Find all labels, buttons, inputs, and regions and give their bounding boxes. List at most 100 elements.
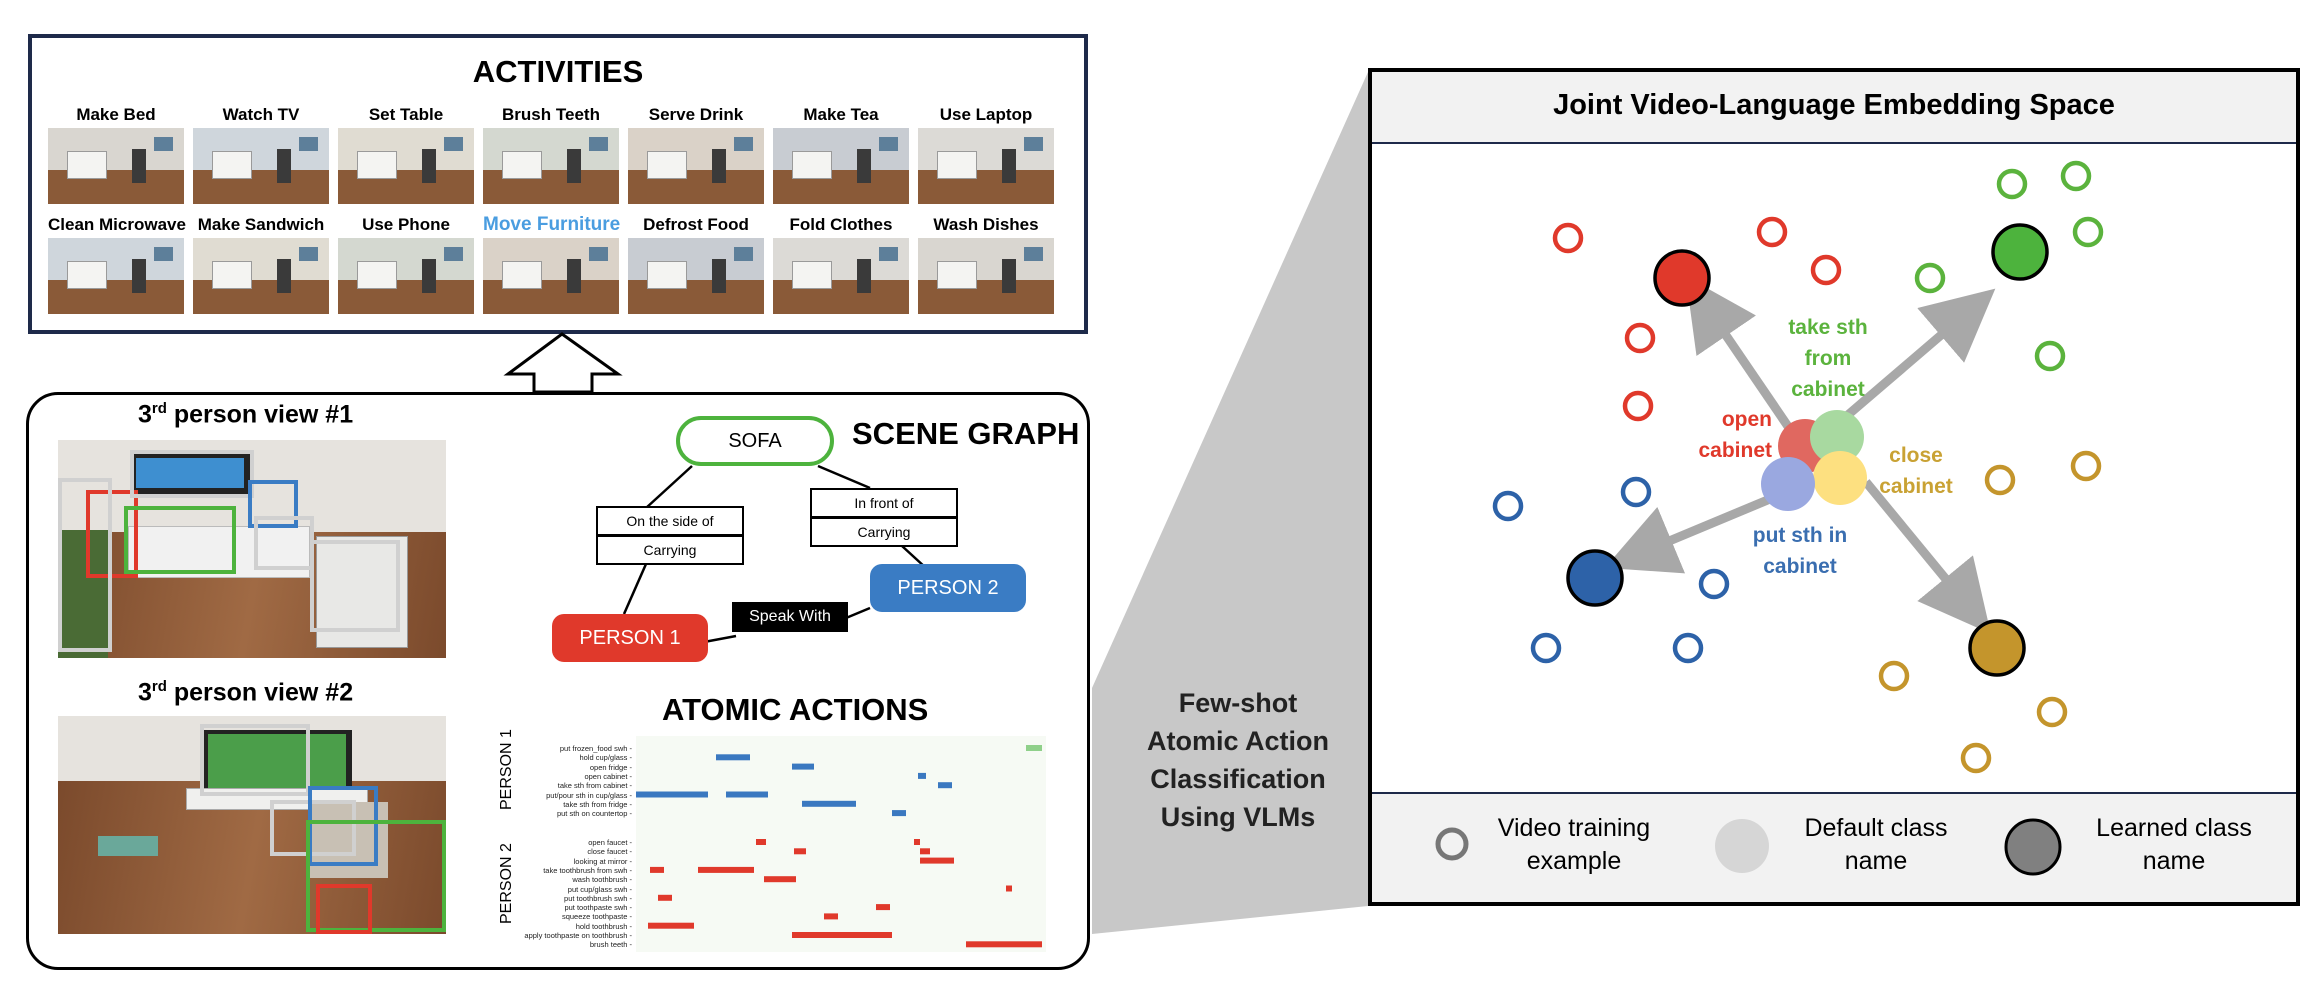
video-example-point <box>2036 696 2068 728</box>
few-shot-caption: Few-shot Atomic Action Classification Us… <box>1147 688 1329 832</box>
action-label: looking at mirror - <box>573 856 632 866</box>
activity-item: Clean Microwave <box>48 214 186 314</box>
video-example-point <box>2070 450 2102 482</box>
relation-carrying-2: Carrying <box>810 517 958 547</box>
action-bar <box>726 791 768 798</box>
view1-image <box>58 440 446 658</box>
activity-thumbnail <box>48 128 184 204</box>
action-label: put/pour sth in cup/glass - <box>546 790 632 800</box>
activity-label: Watch TV <box>222 105 300 124</box>
arrow-take-from-cabinet <box>1839 288 1996 424</box>
action-bar <box>636 791 708 798</box>
activity-label: Use Laptop <box>939 105 1033 124</box>
video-example-point <box>1914 262 1946 294</box>
activity-thumbnail <box>628 128 764 204</box>
action-label: take sth from fridge - <box>563 799 632 809</box>
activity-label: Defrost Food <box>643 215 749 234</box>
action-label: open faucet - <box>588 838 632 847</box>
video-example-point <box>1620 476 1652 508</box>
atomic-actions-bars <box>636 745 1042 948</box>
default-class-icon <box>1715 819 1769 873</box>
activity-item: Wash Dishes <box>918 214 1054 314</box>
action-label: hold toothbrush - <box>575 921 632 931</box>
relation-speak-with: Speak With <box>732 602 848 632</box>
view2-title: 3rd person view #2 <box>138 678 354 707</box>
scene-panel <box>26 392 1090 970</box>
video-example-point <box>1552 222 1584 254</box>
action-label: put toothpaste swh - <box>564 903 632 913</box>
video-example-point <box>1672 632 1704 664</box>
action-bar <box>1006 885 1012 892</box>
action-bar <box>764 876 796 883</box>
label-take-from-cabinet: take sth from cabinet <box>1788 316 1868 401</box>
activity-label: Set Table <box>368 105 444 124</box>
activity-label: Use Phone <box>362 215 450 234</box>
activity-item: Use Phone <box>338 214 474 314</box>
scene-graph-title: SCENE GRAPH <box>852 416 1080 451</box>
activity-item: Defrost Food <box>628 214 764 314</box>
activity-label: Clean Microwave <box>48 215 186 234</box>
video-example-icon <box>1435 827 1469 861</box>
activity-item: Make Bed <box>48 104 184 204</box>
activity-thumbnail <box>918 128 1054 204</box>
activity-thumbnail <box>483 128 619 204</box>
video-example-point <box>1878 660 1910 692</box>
action-label: open cabinet - <box>584 771 632 781</box>
activity-thumbnail <box>483 238 619 314</box>
arrow-put-in-cabinet <box>1604 489 1784 574</box>
action-bar <box>658 894 672 901</box>
relation-carrying-1: Carrying <box>596 535 744 565</box>
scene-graph-edges <box>622 464 927 644</box>
video-example-point <box>1530 632 1562 664</box>
embedding-title: Joint Video-Language Embedding Space <box>1553 89 2115 121</box>
action-bar <box>966 941 1042 948</box>
activity-item: Brush Teeth <box>483 104 619 204</box>
activity-thumbnail <box>918 238 1054 314</box>
arrow-open-cabinet <box>1685 276 1804 447</box>
action-bar <box>698 866 754 873</box>
person2-node: PERSON 2 <box>870 564 1026 612</box>
video-example-point <box>1492 490 1524 522</box>
action-bar <box>892 810 906 817</box>
relation-in-front-of: In front of <box>810 488 958 518</box>
learned-take-from-cabinet <box>1991 223 2049 281</box>
activities-title: ACTIVITIES <box>472 54 644 89</box>
action-bar <box>756 839 766 845</box>
embedding-plot <box>1492 160 2104 774</box>
activity-thumbnail <box>193 128 329 204</box>
video-example-point <box>2072 216 2104 248</box>
video-example-point <box>1622 390 1654 422</box>
activity-item: Fold Clothes <box>773 214 909 314</box>
learned-open-cabinet <box>1653 249 1711 307</box>
action-label: brush teeth - <box>589 940 632 950</box>
activity-item: Make Sandwich <box>193 214 329 314</box>
zoom-wedge <box>1092 72 1368 934</box>
video-example-point <box>1810 254 1842 286</box>
atomic-actions-labels: put frozen_food swh -hold cup/glass -ope… <box>500 736 636 952</box>
activity-thumbnail <box>773 128 909 204</box>
default-close-cabinet <box>1813 451 1867 505</box>
action-bar <box>1026 745 1042 751</box>
activity-item: Move Furniture <box>483 214 620 314</box>
relation-side-of: On the side of <box>596 506 744 536</box>
sofa-node: SOFA <box>676 416 834 466</box>
person1-axis-label: PERSON 1 <box>498 729 515 810</box>
action-label: put toothbrush swh - <box>564 893 632 903</box>
activity-label: Make Bed <box>76 105 156 124</box>
action-label: open fridge - <box>589 762 632 772</box>
action-bar <box>918 772 926 779</box>
activity-thumbnail <box>628 238 764 314</box>
atomic-actions-title: ATOMIC ACTIONS <box>662 692 929 727</box>
video-example-point <box>1756 216 1788 248</box>
activity-label: Make Tea <box>803 105 879 124</box>
action-bar <box>648 922 694 929</box>
activity-item: Make Tea <box>773 104 909 204</box>
activity-label: Fold Clothes <box>789 215 893 234</box>
video-example-point <box>1984 464 2016 496</box>
person1-node: PERSON 1 <box>552 614 708 662</box>
action-label: take toothbrush from swh - <box>543 865 632 875</box>
learned-class-icon <box>2004 818 2062 876</box>
